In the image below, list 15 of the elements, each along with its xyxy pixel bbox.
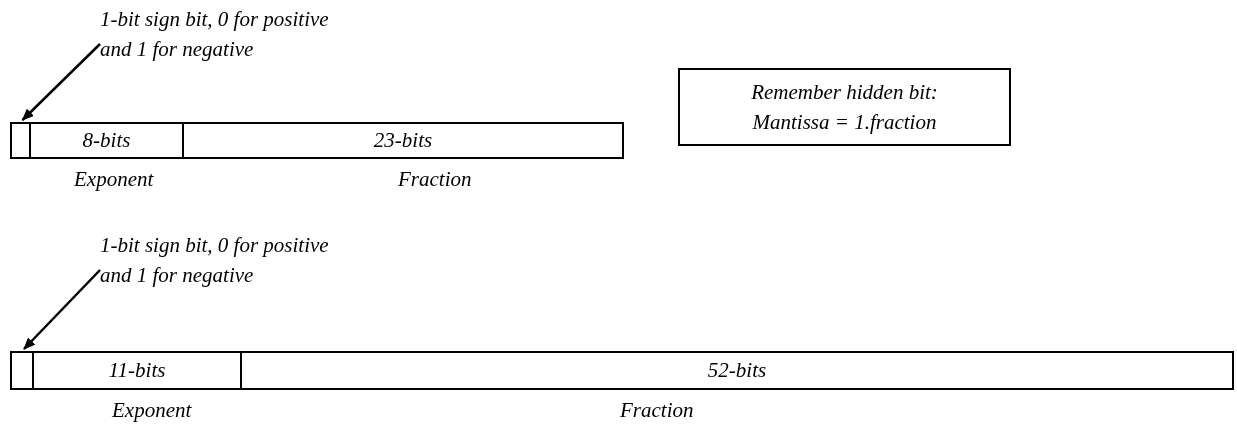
sign-bit-cell	[10, 351, 34, 390]
bit-field-cell: 8-bits	[29, 122, 184, 159]
field-caption: Exponent	[74, 167, 154, 192]
bit-field-cell: 11-bits	[32, 351, 242, 390]
sign-bit-cell	[10, 122, 31, 159]
arrow	[23, 269, 101, 350]
bit-field-cell: 23-bits	[182, 122, 624, 159]
annotation-text: 1-bit sign bit, 0 for positive and 1 for negative	[100, 230, 345, 296]
field-caption: Fraction	[398, 167, 472, 192]
annotation-text: 1-bit sign bit, 0 for positive and 1 for negative	[100, 4, 345, 70]
bit-field-cell: 52-bits	[240, 351, 1234, 390]
note-box: Remember hidden bit: Mantissa = 1.fraction	[678, 68, 1011, 146]
field-caption: Exponent	[112, 398, 192, 423]
field-caption: Fraction	[620, 398, 694, 423]
arrow	[21, 43, 101, 121]
